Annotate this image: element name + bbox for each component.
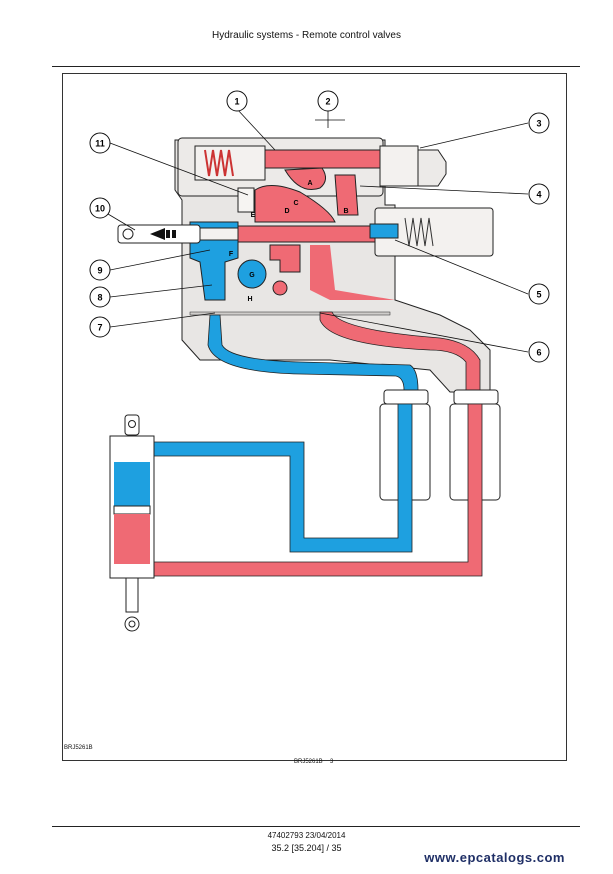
cylinder-return-side — [114, 462, 150, 506]
port-g-label: G — [249, 272, 255, 279]
cylinder-rod — [125, 577, 139, 613]
coupler-left-collar — [383, 389, 429, 405]
svg-text:2: 2 — [325, 97, 330, 107]
footer-divider — [52, 826, 580, 827]
port-b-label: B — [343, 208, 348, 215]
svg-text:3: 3 — [536, 119, 541, 129]
port-c-label: C — [293, 200, 298, 207]
svg-text:1: 1 — [234, 97, 239, 107]
page-number: 35.2 [35.204] / 35 — [271, 843, 342, 853]
callout-10: 10 — [89, 197, 111, 219]
return-chamber-g — [237, 259, 267, 289]
callout-8: 8 — [89, 286, 111, 308]
main-spool-land-pressure — [237, 225, 379, 243]
return-hose — [151, 403, 413, 553]
callout-5: 5 — [528, 283, 550, 305]
header-divider — [52, 66, 580, 67]
callouts: 1 2 3 4 5 6 7 8 9 10 11 — [89, 90, 550, 363]
callout-3: 3 — [528, 112, 550, 134]
pressure-chamber-cd — [254, 185, 336, 223]
svg-text:4: 4 — [536, 190, 541, 200]
figure-ref-left: BRJ5261B — [64, 745, 93, 751]
figure-ref-center: BRJ5261B — [294, 759, 323, 765]
svg-text:9: 9 — [97, 266, 102, 276]
body-seal-line — [189, 311, 391, 316]
callout-7: 7 — [89, 316, 111, 338]
detent-return-gallery — [369, 223, 399, 239]
cylinder-piston — [113, 505, 151, 515]
solenoid-body — [379, 145, 419, 187]
document-id: 47402793 23/04/2014 — [267, 831, 346, 840]
svg-text:8: 8 — [97, 293, 102, 303]
port-f-label: F — [229, 251, 234, 258]
callout-6: 6 — [528, 341, 550, 363]
callout-1: 1 — [226, 90, 248, 112]
check-poppet — [237, 187, 255, 213]
pressure-chamber-b — [334, 174, 359, 216]
port-labels: A B C D E F G H — [229, 180, 349, 303]
svg-text:10: 10 — [95, 204, 105, 214]
relief-spring — [204, 149, 234, 177]
cylinder-pressure-side — [114, 514, 150, 564]
svg-text:5: 5 — [536, 290, 541, 300]
coupler-right-collar — [453, 389, 499, 405]
svg-text:6: 6 — [536, 348, 541, 358]
figure-frame — [62, 73, 567, 761]
svg-text:7: 7 — [97, 323, 102, 333]
callout-11: 11 — [89, 132, 111, 154]
solenoid-cap — [417, 149, 447, 187]
pressure-gallery-main — [310, 245, 395, 300]
lever-eye — [122, 228, 134, 240]
port-h-label: H — [247, 296, 252, 303]
upper-spool — [264, 149, 381, 169]
watermark-text: www.epcatalogs.com — [424, 850, 565, 865]
callout-4: 4 — [528, 183, 550, 205]
pressure-chamber-a — [284, 167, 326, 190]
port-a-label: A — [307, 180, 312, 187]
detent-spring — [404, 217, 434, 247]
lever-arrow — [150, 228, 165, 240]
callout-9: 9 — [89, 259, 111, 281]
port-e-label: E — [251, 212, 256, 219]
port-d-label: D — [284, 208, 289, 215]
leader-lines — [109, 108, 529, 353]
pressure-port-dot — [272, 280, 288, 296]
svg-text:11: 11 — [95, 139, 105, 149]
pressure-passage-short — [269, 244, 301, 273]
page-header-title: Hydraulic systems - Remote control valve… — [212, 30, 401, 41]
callout-2: 2 — [317, 90, 339, 112]
figure-number: 3 — [330, 759, 334, 765]
